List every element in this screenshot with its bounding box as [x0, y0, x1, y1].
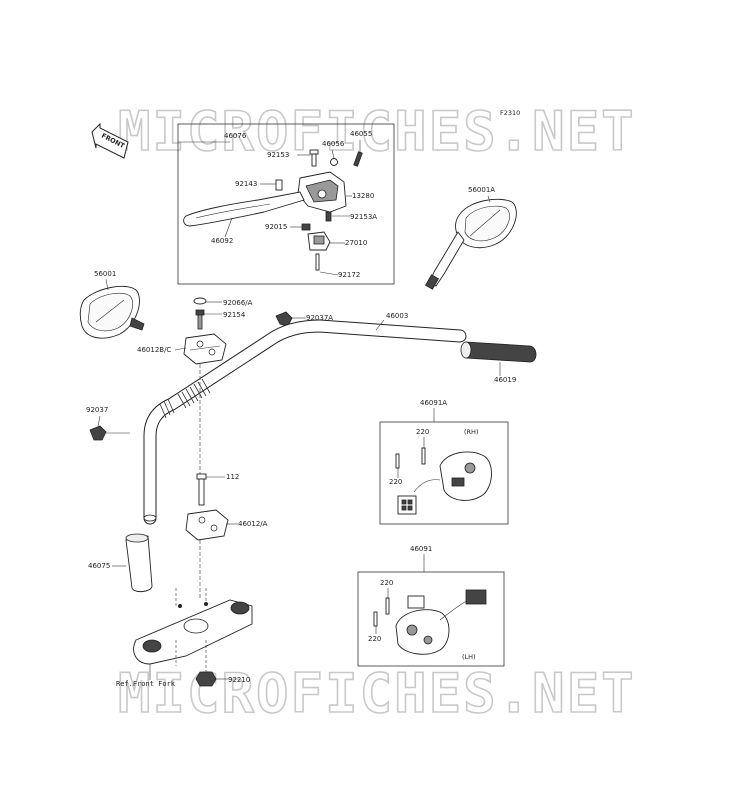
- switch-27010: [307, 231, 331, 251]
- mirror-right-56001a: [424, 198, 517, 290]
- front-arrow-icon: FRONT: [91, 122, 129, 159]
- label-92143: 92143: [235, 180, 257, 188]
- label-92037a: 92037A: [306, 314, 333, 322]
- screw-220-rh-1: [421, 447, 426, 465]
- label-220-2: 220: [389, 478, 402, 486]
- grip-left-46075: [125, 533, 153, 593]
- label-46076: 46076: [224, 132, 247, 140]
- label-220-3: 220: [380, 579, 393, 587]
- collar-92143: [275, 179, 283, 191]
- grip-right-46019: [460, 341, 537, 363]
- label-46075: 46075: [88, 562, 110, 570]
- screw-220-rh-2: [395, 453, 400, 469]
- nut-92015: [301, 223, 311, 231]
- label-92037: 92037: [86, 406, 108, 414]
- lever-assembly-box: [177, 123, 395, 285]
- label-92172: 92172: [338, 271, 360, 279]
- switch-rh-box: [379, 421, 509, 525]
- lever-46092: [183, 191, 305, 227]
- label-46091: 46091: [410, 545, 432, 553]
- clamp-92037: [89, 425, 107, 441]
- holder-lower-46012a: [185, 509, 229, 541]
- label-92015: 92015: [265, 223, 287, 231]
- handlebar-46003: [143, 319, 467, 525]
- screw-92172: [315, 253, 320, 271]
- label-46019: 46019: [494, 376, 516, 384]
- lower-bracket: [133, 599, 253, 665]
- bolt-112: [196, 473, 207, 506]
- watermark-bottom: MICROFICHES.NET: [118, 662, 636, 725]
- mirror-left-56001: [79, 286, 145, 339]
- label-220-4: 220: [368, 635, 381, 643]
- label-92153a: 92153A: [350, 213, 377, 221]
- label-220-1: 220: [416, 428, 429, 436]
- washer-92066: [193, 297, 207, 305]
- label-46056: 46056: [322, 140, 345, 148]
- figure-code: F2310: [500, 109, 520, 117]
- connector-rh: [397, 495, 417, 515]
- screw-92153: [309, 149, 319, 155]
- label-56001: 56001: [94, 270, 116, 278]
- washer-46056: [330, 158, 338, 166]
- label-112: 112: [226, 473, 239, 481]
- screw-92153a: [325, 211, 332, 222]
- label-46055: 46055: [350, 130, 372, 138]
- clamp-92037a: [275, 311, 293, 327]
- tag-lh: (LH): [462, 653, 476, 661]
- connector-lh: [407, 589, 487, 609]
- watermark-top: MICROFICHES.NET: [118, 100, 636, 163]
- bolt-92154: [195, 309, 205, 330]
- screw-220-lh-1: [385, 597, 390, 615]
- label-46091a: 46091A: [420, 399, 447, 407]
- bolt-46055: [353, 151, 363, 167]
- screw-220-lh-2: [373, 611, 378, 627]
- label-56001a: 56001A: [468, 186, 495, 194]
- tag-rh: (RH): [464, 428, 478, 436]
- label-46012bc: 46012B/C: [137, 346, 171, 354]
- holder-upper-46012bc: [183, 333, 227, 365]
- label-46012a: 46012/A: [238, 520, 268, 528]
- label-92153: 92153: [267, 151, 289, 159]
- label-92154: 92154: [223, 311, 246, 319]
- label-92066: 92066/A: [223, 299, 253, 307]
- label-13280: 13280: [352, 192, 374, 200]
- switch-housing-rh: [413, 451, 492, 501]
- label-27010: 27010: [345, 239, 367, 247]
- switch-lh-box: [357, 571, 505, 667]
- nut-92210: [195, 671, 217, 687]
- label-46092: 46092: [211, 237, 233, 245]
- switch-housing-lh: [395, 599, 469, 655]
- ref-front-fork-note: Ref.Front Fork: [116, 680, 176, 688]
- lever-holder-13280: [297, 171, 347, 213]
- label-46003: 46003: [386, 312, 408, 320]
- label-92210: 92210: [228, 676, 250, 684]
